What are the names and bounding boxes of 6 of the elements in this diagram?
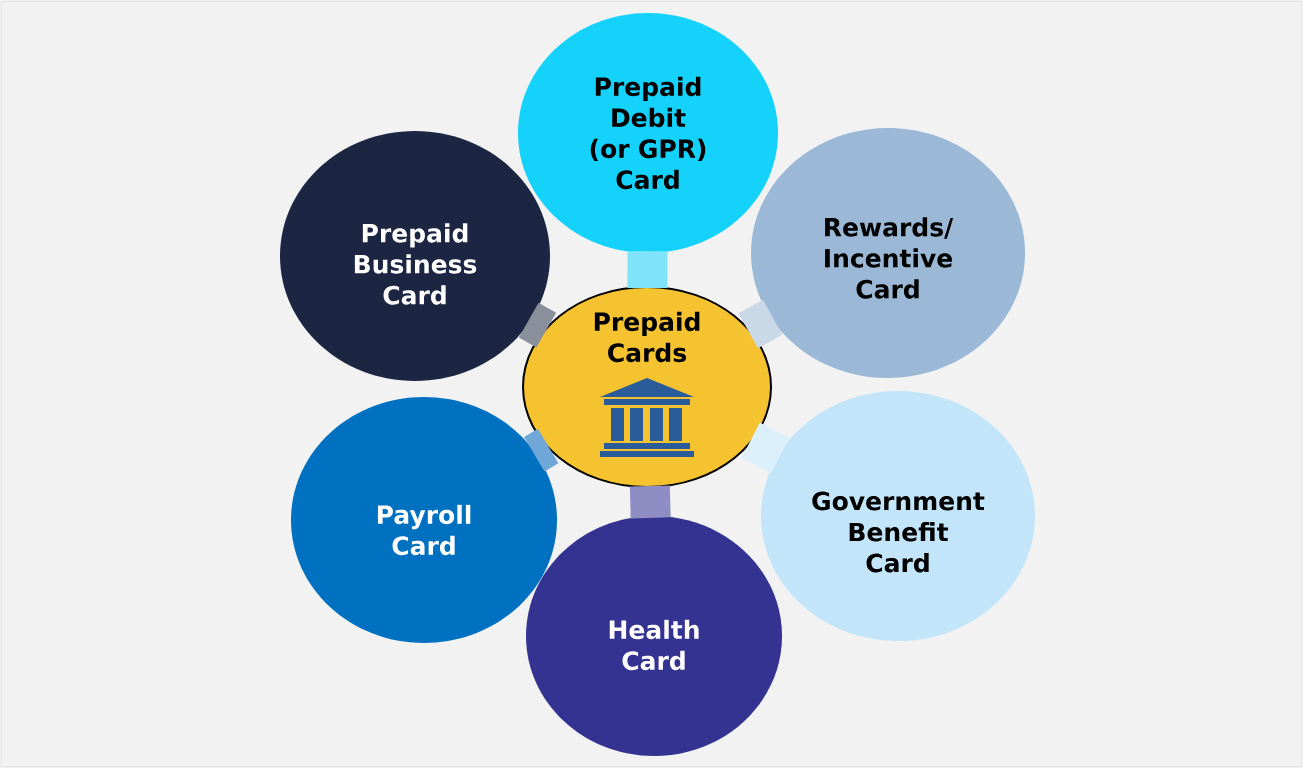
connector-band: [738, 299, 783, 349]
connector-band: [518, 302, 557, 348]
connector-band: [627, 251, 668, 289]
connector-band: [629, 485, 671, 519]
connector-band: [523, 428, 559, 472]
connector-band: [741, 422, 790, 474]
